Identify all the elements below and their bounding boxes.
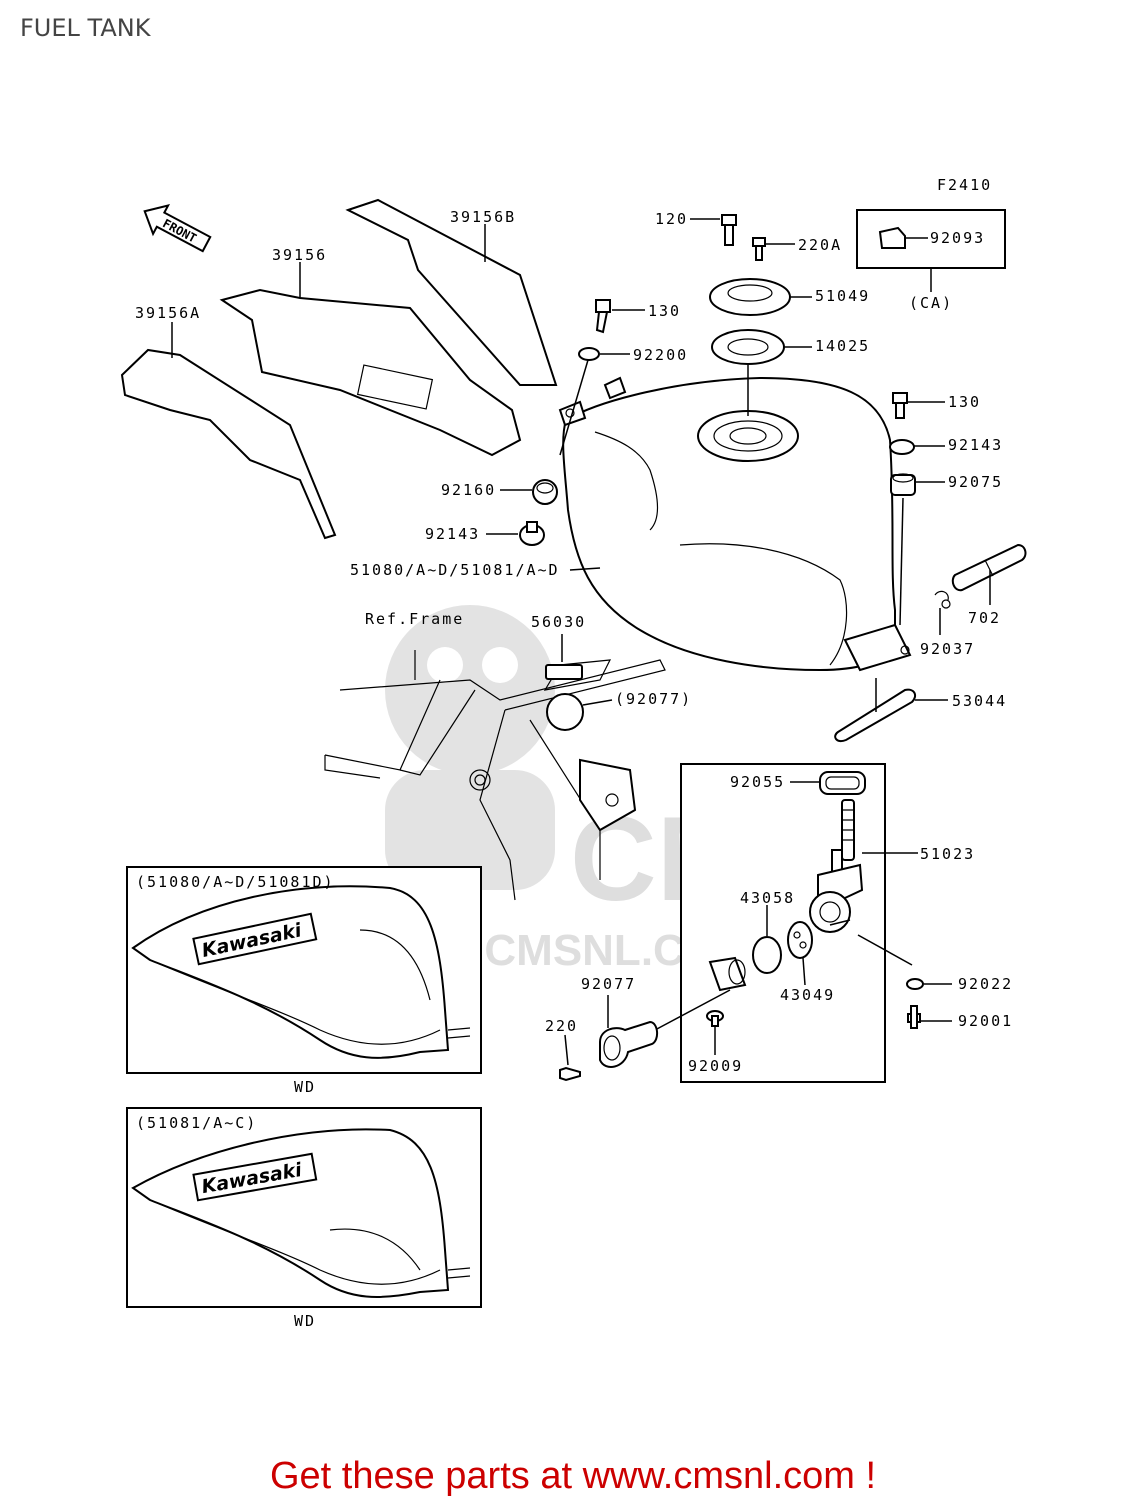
filler-neck-hole [729,427,767,445]
label-92022: 92022 [958,975,1013,993]
label-92200: 92200 [633,346,688,364]
grommet-92075 [890,473,916,496]
leader-92022-link [857,934,913,966]
page-title: FUEL TANK [20,14,151,42]
figure-code: F2410 [937,176,992,194]
label-130b: 130 [948,393,981,411]
fuel-tank-contour [679,543,848,666]
watermark-mascot-head [385,605,555,775]
label-92037: 92037 [920,640,975,658]
label-92075: 92075 [948,473,1003,491]
label-92160: 92160 [441,481,496,499]
watermark-mascot-body [385,770,555,890]
clamp-92037 [934,590,951,609]
label-39156: 39156 [272,246,327,264]
leader-92075-down [899,497,904,626]
inset-51080: Kawasaki [126,866,482,1074]
label-92077a: (92077) [615,690,692,708]
rubber-strip-53044 [834,688,917,742]
label-ca: (CA) [909,294,953,312]
label-92009: 92009 [688,1057,743,1075]
footer-link[interactable]: Get these parts at www.cmsnl.com ! [269,1455,877,1497]
knob-92077 [599,1020,658,1068]
label-120: 120 [655,210,688,228]
label-220: 220 [545,1017,578,1035]
hose-702 [951,543,1027,592]
cap-nut-92093 [878,226,906,249]
washer-92022 [906,978,924,990]
bolt-130-right [892,392,908,419]
inset-51081: Kawasaki [126,1107,482,1308]
label-56030: 56030 [531,613,586,631]
grommet-92160 [532,479,558,505]
frame-reference [324,650,666,901]
leader-cock-body [829,919,851,926]
o-ring-43058 [752,936,782,974]
leader-92200-down [559,359,589,456]
label-92143a: 92143 [948,436,1003,454]
tank-bracket-hole [565,408,575,418]
collar-92143-right [889,439,915,455]
leader-51080 [569,567,601,571]
filler-neck-inner [713,420,783,452]
fuel-tank-side-contour [594,431,659,531]
label-14025: 14025 [815,337,870,355]
label-53044: 53044 [952,692,1007,710]
label-43049: 43049 [780,986,835,1004]
inset2-caption: (51081/A~C) [136,1114,257,1132]
tank-rear-bracket [843,623,912,672]
label-39156B: 39156B [450,208,516,226]
tank-front-bracket-2 [603,376,627,400]
pad-39156-cutout [356,364,434,410]
lever-92077 [708,956,747,992]
label-220A: 220A [798,236,842,254]
inset1-note: WD [294,1078,316,1096]
label-92093: 92093 [930,229,985,247]
label-51049: 51049 [815,287,870,305]
front-arrow-icon: FRONT [143,204,212,253]
label-92001: 92001 [958,1012,1013,1030]
watermark-mascot-eye-right [482,647,518,683]
leader-92077a [582,699,613,706]
plate-43049 [787,921,813,959]
bolt-92001 [907,1005,921,1029]
bolt-130-left [595,299,611,334]
pad-39156A [120,348,337,540]
label-92077b: 92077 [581,975,636,993]
inset1-caption: (51080/A~D/51081D) [136,873,335,891]
washer-92200 [578,347,600,361]
label-51080: 51080/A~D/51081/A~D [350,561,560,579]
frame-gusset [579,758,637,832]
label-130a: 130 [648,302,681,320]
screw-220 [559,1066,581,1082]
label-92143b: 92143 [425,525,480,543]
fuel-tank [558,376,912,672]
watermark-mascot-eye-left [427,647,463,683]
label-51023: 51023 [920,845,975,863]
leader-43049 [802,957,806,986]
pad-39156B [345,198,558,386]
collar-92143-left [519,521,545,546]
label-39156A: 39156A [135,304,201,322]
inset2-note: WD [294,1312,316,1330]
label-plate-56030 [545,664,583,680]
screw-220A [752,237,766,261]
leader-220 [564,1034,569,1066]
frame-cap-92077 [546,693,584,731]
label-702: 702 [968,609,1001,627]
label-43058: 43058 [740,889,795,907]
leader-lever-shaft [654,989,731,1031]
gasket-14025 [711,329,785,365]
gasket-92055 [819,771,866,795]
bolt-120 [721,214,737,246]
tank-rear-bracket-hole [900,645,910,655]
filler-neck [697,410,799,462]
label-92055: 92055 [730,773,785,791]
label-ref-frame: Ref.Frame [365,610,464,628]
